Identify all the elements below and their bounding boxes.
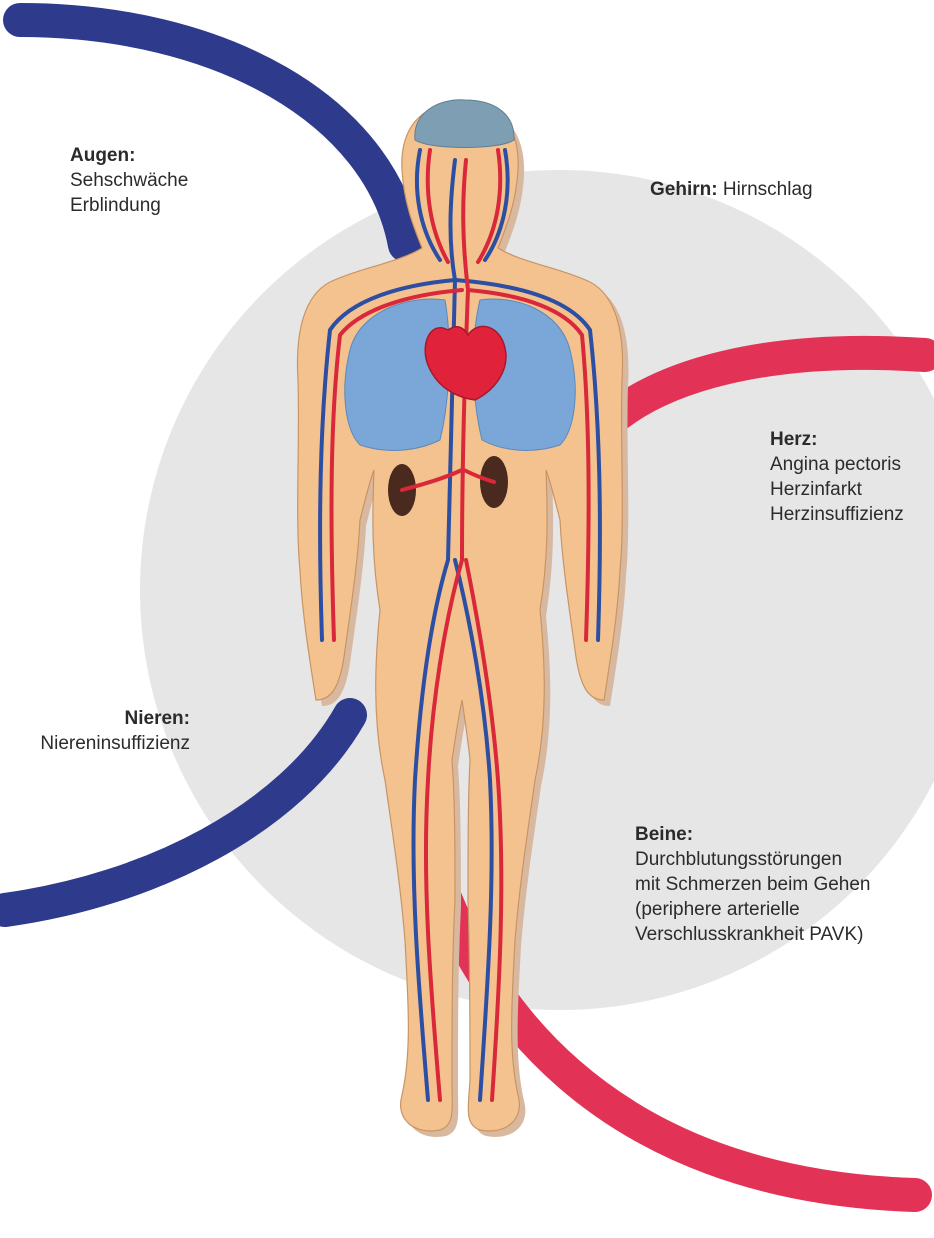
label-eyes-title: Augen: <box>70 143 188 168</box>
label-kidneys-line-1: Niereninsuffizienz <box>40 731 190 756</box>
label-heart-line-1: Angina pectoris <box>770 452 904 477</box>
label-heart-title: Herz: <box>770 427 904 452</box>
label-brain-text: Hirnschlag <box>723 179 813 200</box>
label-heart: Herz: Angina pectoris Herzinfarkt Herzin… <box>770 427 904 527</box>
label-legs-line-3: (periphere arterielle <box>635 897 871 922</box>
label-legs-line-4: Verschlusskrankheit PAVK) <box>635 922 871 947</box>
label-heart-line-3: Herzinsuffizienz <box>770 502 904 527</box>
label-legs: Beine: Durchblutungsstörungen mit Schmer… <box>635 822 871 947</box>
label-brain-title: Gehirn: <box>650 179 718 200</box>
label-eyes: Augen: Sehschwäche Erblindung <box>70 143 188 218</box>
label-legs-title: Beine: <box>635 822 871 847</box>
label-kidneys-title: Nieren: <box>40 706 190 731</box>
label-eyes-line-1: Sehschwäche <box>70 168 188 193</box>
label-eyes-line-2: Erblindung <box>70 193 188 218</box>
label-kidneys: Nieren: Niereninsuffizienz <box>40 706 190 756</box>
label-legs-line-1: Durchblutungsstörungen <box>635 847 871 872</box>
label-legs-line-2: mit Schmerzen beim Gehen <box>635 872 871 897</box>
label-heart-line-2: Herzinfarkt <box>770 477 904 502</box>
brain-icon <box>415 100 514 148</box>
label-brain: Gehirn: Hirnschlag <box>650 177 813 202</box>
